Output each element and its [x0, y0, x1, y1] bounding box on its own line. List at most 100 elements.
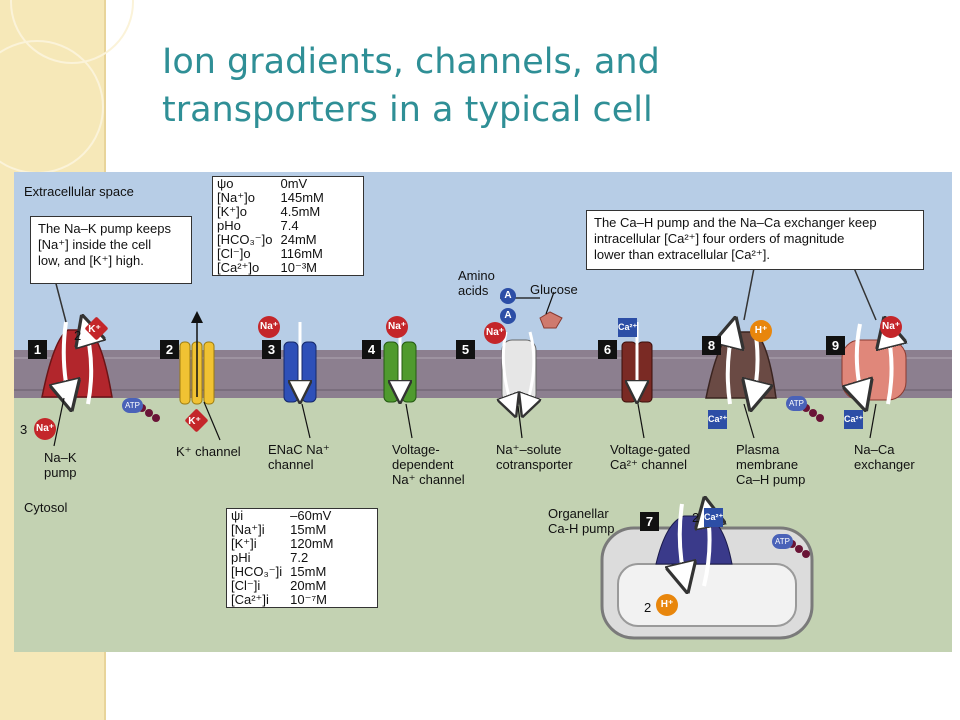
outside_conc-value: 4.5mM [280, 204, 321, 219]
na-ion-exchanger: Na⁺ [880, 316, 902, 338]
outside_conc-label: [Cl⁻]o [217, 246, 251, 261]
callout-line: low, and [K⁺] high. [38, 253, 144, 268]
slide-title: Ion gradients, channels, and transporter… [162, 38, 882, 134]
outside_conc-row: pHo 7.4 [213, 219, 328, 233]
number-9: 9 [826, 336, 845, 355]
outside_conc-value: 24mM [280, 232, 317, 247]
ca-ion-pmca: Ca²⁺ [708, 410, 727, 429]
number-1: 1 [28, 340, 47, 359]
inside_conc-row: pHi 7.2 [227, 551, 338, 565]
inside_conc-row: ψi –60mV [227, 509, 338, 523]
label-k-channel: K⁺ channel [176, 444, 241, 459]
outside_conc-row: [Ca²⁺]o 10⁻³M [213, 261, 328, 275]
number-4: 4 [362, 340, 381, 359]
inside_conc-value: 20mM [290, 578, 327, 593]
inside_conc-label: [HCO₃⁻]i [231, 564, 283, 579]
outside_conc-label: [Ca²⁺]o [217, 260, 260, 275]
inside_conc-value: 7.2 [290, 550, 309, 565]
inside_conc-label: [K⁺]i [231, 536, 257, 551]
inside_conc-row: [Cl⁻]i 20mM [227, 579, 338, 593]
outside_conc-value: 10⁻³M [280, 260, 317, 275]
label-glucose: Glucose [530, 282, 578, 297]
stoich-2-ca: 2 [692, 510, 700, 525]
inside_conc-label: [Cl⁻]i [231, 578, 261, 593]
callout-line: The Na–K pump keeps [38, 221, 171, 236]
inside_conc-row: [Ca²⁺]i 10⁻⁷M [227, 593, 338, 607]
inside_conc-value: 15mM [290, 564, 327, 579]
number-5: 5 [456, 340, 475, 359]
number-6: 6 [598, 340, 617, 359]
number-3: 3 [262, 340, 281, 359]
inside_conc-value: 10⁻⁷M [290, 592, 328, 607]
na-ion-cotransporter: Na⁺ [484, 322, 506, 344]
callout-line: lower than extracellular [Ca²⁺]. [594, 247, 770, 262]
number-7: 7 [640, 512, 659, 531]
callout-line: intracellular [Ca²⁺] four orders of magn… [594, 231, 845, 246]
na-ion-enac: Na⁺ [258, 316, 280, 338]
callout-line: [Na⁺] inside the cell [38, 237, 152, 252]
outside_conc-label: [Na⁺]o [217, 190, 255, 205]
ca-ion-exchanger: Ca²⁺ [844, 410, 863, 429]
atp-label-1: ATP [122, 398, 143, 413]
outside_conc-label: [HCO₃⁻]o [217, 232, 273, 247]
inside_conc-label: pHi [231, 550, 251, 565]
outside_conc-row: ψo 0mV [213, 177, 328, 191]
atp-label-8: ATP [786, 396, 807, 411]
callout-ca-h-pump: The Ca–H pump and the Na–Ca exchanger ke… [586, 210, 924, 270]
outside_conc-row: [Cl⁻]o 116mM [213, 247, 328, 261]
inside_conc-value: 120mM [290, 536, 334, 551]
outside_conc-label: pHo [217, 218, 241, 233]
inside_conc-row: [Na⁺]i 15mM [227, 523, 338, 537]
callout-na-k-pump: The Na–K pump keeps [Na⁺] inside the cel… [30, 216, 192, 284]
ion-transport-diagram: Extracellular space Cytosol The Na–K pum… [14, 172, 952, 652]
number-8: 8 [702, 336, 721, 355]
na-ion-in: Na⁺ [34, 418, 56, 440]
inside_conc-row: [K⁺]i 120mM [227, 537, 338, 551]
stoich-2-k: 2 [74, 328, 82, 343]
outside_conc-label: ψo [217, 176, 234, 191]
h-ion-pmca: H⁺ [750, 320, 772, 342]
label-extracellular-space: Extracellular space [24, 184, 134, 199]
atp-label-7: ATP [772, 534, 793, 549]
label-enac: ENaC Na⁺channel [268, 442, 330, 472]
inside_conc-label: [Ca²⁺]i [231, 592, 269, 607]
outside_conc-label: [K⁺]o [217, 204, 247, 219]
stoich-3-na: 3 [20, 422, 28, 437]
inside_conc-value: 15mM [290, 522, 327, 537]
outside_conc-value: 0mV [280, 176, 308, 191]
inside_conc-label: ψi [231, 508, 244, 523]
h-ion-organelle: H⁺ [656, 594, 678, 616]
outside_conc-row: [Na⁺]o 145mM [213, 191, 328, 205]
ca-ion-organelle: Ca²⁺ [704, 508, 723, 527]
inside_conc-value: –60mV [290, 508, 332, 523]
inside_conc-row: [HCO₃⁻]i 15mM [227, 565, 338, 579]
na-ion-vd: Na⁺ [386, 316, 408, 338]
callout-line: The Ca–H pump and the Na–Ca exchanger ke… [594, 215, 877, 230]
label-cytosol: Cytosol [24, 500, 68, 515]
title-line-1: Ion gradients, channels, and [162, 42, 660, 82]
title-line-2: transporters in a typical cell [162, 90, 653, 130]
outside_conc-value: 116mM [280, 246, 323, 261]
amino-acid-a: A [500, 288, 516, 304]
outside_conc-value: 7.4 [280, 218, 299, 233]
outside_conc-value: 145mM [280, 190, 324, 205]
outside_conc-row: [K⁺]o 4.5mM [213, 205, 328, 219]
inside_conc-label: [Na⁺]i [231, 522, 265, 537]
outside_conc-row: [HCO₃⁻]o 24mM [213, 233, 328, 247]
stoich-2-h: 2 [644, 600, 652, 615]
amino-acid-a: A [500, 308, 516, 324]
number-2: 2 [160, 340, 179, 359]
ca-ion-vg: Ca²⁺ [618, 318, 637, 337]
